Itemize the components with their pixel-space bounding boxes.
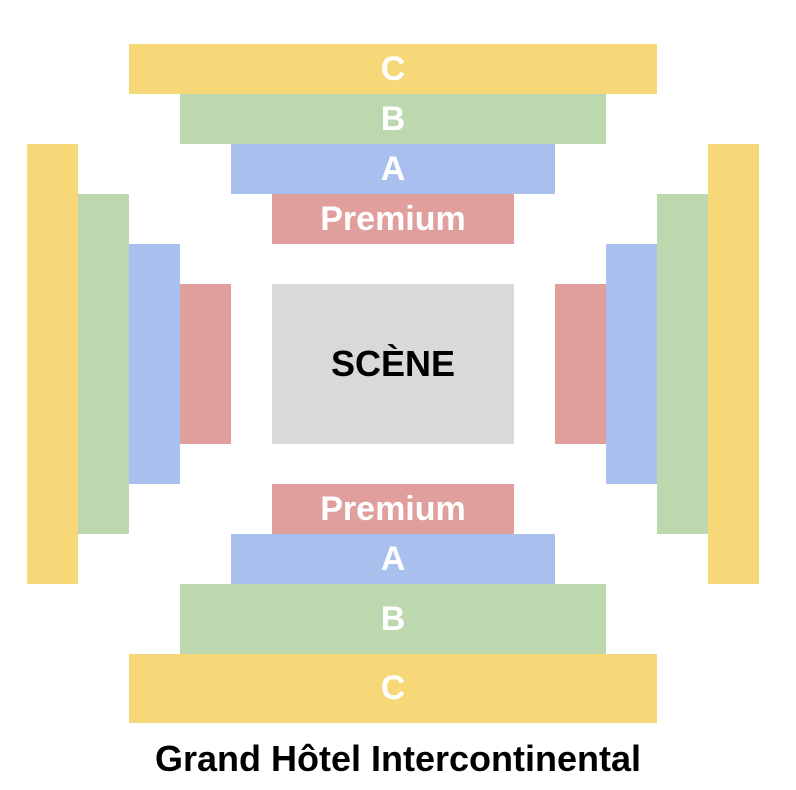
- section-premium-left[interactable]: [180, 284, 231, 444]
- section-c-left[interactable]: [27, 144, 78, 584]
- section-a-left[interactable]: [129, 244, 180, 484]
- section-b-bottom[interactable]: B: [180, 584, 606, 654]
- section-label: Premium: [320, 199, 466, 238]
- section-a-right[interactable]: [606, 244, 657, 484]
- section-c-bottom[interactable]: C: [129, 654, 657, 723]
- section-a-bottom[interactable]: A: [231, 534, 555, 584]
- stage-label: SCÈNE: [330, 343, 456, 384]
- section-premium-right[interactable]: [555, 284, 606, 444]
- section-premium-bottom[interactable]: Premium: [272, 484, 514, 534]
- section-label: B: [380, 99, 406, 138]
- section-c-right[interactable]: [708, 144, 759, 584]
- venue-title: Grand Hôtel Intercontinental: [154, 738, 642, 779]
- section-label: Premium: [320, 489, 466, 528]
- section-c-top[interactable]: C: [129, 44, 657, 94]
- section-label: A: [380, 149, 406, 188]
- section-b-left[interactable]: [78, 194, 129, 534]
- section-label: B: [380, 599, 406, 638]
- section-b-top[interactable]: B: [180, 94, 606, 144]
- section-a-top[interactable]: A: [231, 144, 555, 194]
- section-label: C: [380, 669, 406, 707]
- section-label: A: [380, 539, 406, 578]
- section-b-right[interactable]: [657, 194, 708, 534]
- section-label: C: [380, 49, 406, 88]
- section-premium-top[interactable]: Premium: [272, 194, 514, 244]
- stage: SCÈNE: [272, 284, 514, 444]
